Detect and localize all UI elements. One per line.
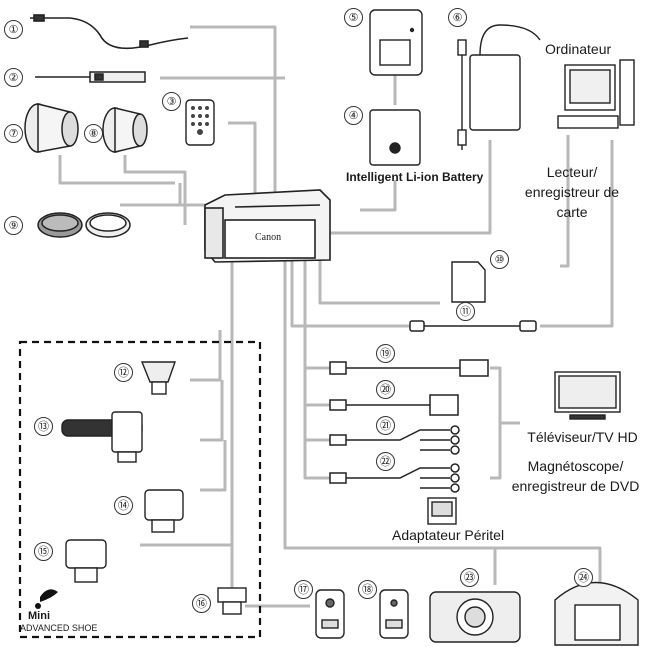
label-battery: Intelligent Li-ion Battery [346,170,483,184]
usb-cable [410,321,536,331]
line-av-bus [490,368,500,478]
line-10 [320,260,440,303]
wide-converter [103,108,147,152]
callout-10: ⑩ [490,250,509,269]
callout-14: ⑭ [114,496,133,515]
callout-16: ⑯ [192,594,211,613]
filter-set [38,213,130,237]
waterproof-case [430,592,520,642]
component-cable [330,395,458,415]
battery-charger [370,10,422,75]
stereo-cable [330,464,459,492]
line-3 [228,123,255,195]
label-advanced-shoe: ADVANCED SHOE [20,622,97,635]
video-light [142,362,175,394]
sd-card [452,262,485,302]
callout-15: ⑮ [34,542,53,561]
line-11 [292,260,410,326]
shoulder-strap [30,15,188,48]
camcorder-brand: Canon [255,229,281,247]
callout-11: ⑪ [456,302,475,321]
label-scart: Adaptateur Péritel [392,526,504,544]
line-13 [200,380,222,440]
callout-2: ② [4,68,23,87]
compact-power-adapter [458,25,540,150]
callout-3: ③ [162,92,181,111]
wrist-strap [35,72,145,82]
tv-icon [555,372,620,419]
callout-8: ⑧ [84,124,103,143]
av-cable [330,426,459,454]
callout-20: ⑳ [376,380,395,399]
line-19 [305,260,330,368]
callout-19: ⑲ [376,344,395,363]
line-14 [200,440,225,490]
label-card-reader: Lecteur/ enregistreur de carte [512,162,632,222]
callout-6: ⑥ [448,8,467,27]
callout-7: ⑦ [4,124,23,143]
surround-microphone [145,490,183,532]
line-7 [60,155,175,183]
label-computer: Ordinateur [545,40,611,58]
callout-23: ㉓ [460,568,479,587]
callout-22: ㉒ [376,452,395,471]
remote-controller [186,100,214,145]
label-vcr: Magnétoscope/ enregistreur de DVD [506,456,645,496]
computer-icon [558,60,634,128]
line-8 [125,155,185,225]
line-22 [305,368,330,478]
remote-18 [380,590,408,638]
carrying-bag [555,583,638,646]
line-12 [190,330,220,380]
remote-17 [316,590,344,638]
callout-4: ④ [344,106,363,125]
callout-18: ⑱ [358,580,377,599]
camcorder [205,190,330,262]
mini-shoe-logo [35,589,58,609]
scart-adapter [428,498,456,524]
battery-pack [370,110,420,165]
tele-converter [25,104,78,152]
hdmi-cable [330,360,488,376]
label-tv: Téléviseur/TV HD [520,428,645,446]
callout-1: ① [4,20,23,39]
line-4 [360,180,395,210]
callout-5: ⑤ [344,8,363,27]
callout-13: ⑬ [34,417,53,436]
video-flash-light [66,540,106,582]
callout-24: ㉔ [574,568,593,587]
shotgun-microphone [62,412,142,462]
callout-12: ⑫ [114,363,133,382]
callout-9: ⑨ [4,216,23,235]
shoe-adapter [218,588,246,614]
callout-21: ㉑ [376,416,395,435]
callout-17: ⑰ [294,580,313,599]
